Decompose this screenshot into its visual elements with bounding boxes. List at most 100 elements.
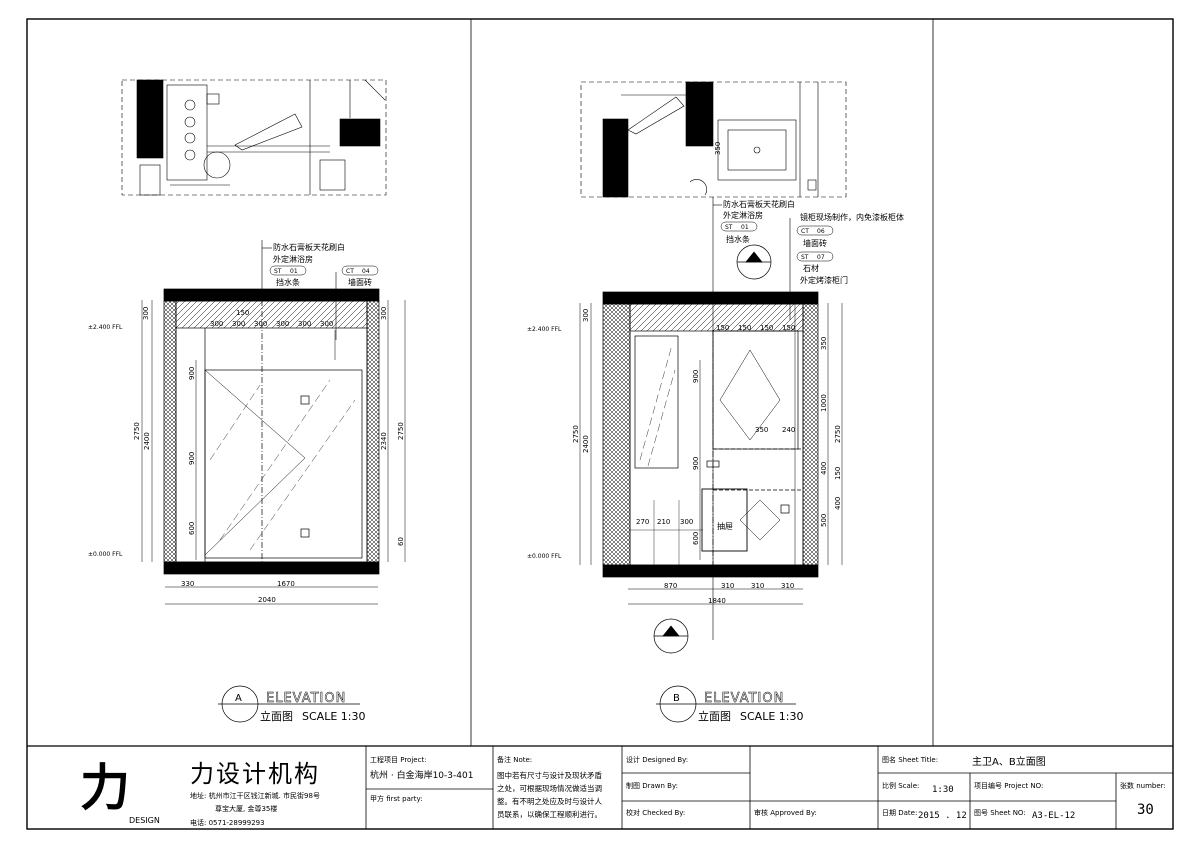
dim-a-top-row-0: 300 <box>210 320 223 328</box>
date-label: 日期 Date: <box>882 809 918 817</box>
caption-b-heading: ELEVATION <box>704 691 784 706</box>
approved-label: 审核 Approved By: <box>754 809 817 817</box>
project-label: 工程项目 Project: <box>370 756 427 764</box>
key-plan-a <box>121 79 387 196</box>
dim-b-bottom-total: 1840 <box>708 597 726 605</box>
company-name: 力设计机构 <box>190 760 320 788</box>
note-line-1: 之处，可根据现场情况做适当调 <box>497 784 602 793</box>
dim-b-row-270: 270 <box>636 518 649 526</box>
dim-b-top-row-0: 150 <box>716 324 729 332</box>
sheet-border <box>26 18 1174 830</box>
dim-b-bottom-3: 310 <box>781 582 794 590</box>
company-phone: 电话: 0571-28999293 <box>190 819 265 827</box>
logo-text: DESIGN <box>129 816 160 825</box>
company-address-2: 尊宝大厦, 金尊35楼 <box>215 805 278 813</box>
caption-a-cn: 立面图 <box>260 709 293 723</box>
party-label: 甲方 first party: <box>370 795 423 803</box>
dim-b-r1: 350 <box>820 337 828 350</box>
checked-label: 校对 Checked By: <box>626 809 686 817</box>
callout-st2-tag-b: ST <box>801 254 809 261</box>
project-no-label: 项目编号 Project NO: <box>974 782 1044 790</box>
dim-b-top-row-1: 150 <box>738 324 751 332</box>
scale-label: 比例 Scale: <box>882 782 920 790</box>
caption-b-letter: B <box>673 693 680 704</box>
dim-b-bottom-0: 870 <box>664 582 677 590</box>
dim-b-seg3: 600 <box>692 532 700 545</box>
caption-a-heading: ELEVATION <box>266 691 346 706</box>
number-label: 张数 number: <box>1120 782 1166 790</box>
dim-a-right-top: 300 <box>380 307 388 320</box>
dims-a: ±2.400 FFL ±0.000 FFL 300 2750 2400 900 … <box>88 300 406 605</box>
note-label: 备注 Note: <box>497 756 533 764</box>
level-top-b: ±2.400 FFL <box>527 326 562 333</box>
designed-label: 设计 Designed By: <box>626 756 689 764</box>
callout-ct-tag-b: CT <box>801 228 809 235</box>
callout-st2-num-b: 07 <box>817 254 825 261</box>
dim-a-top-row-1: 300 <box>232 320 245 328</box>
dim-a-left-top: 300 <box>142 307 150 320</box>
level-top-a: ±2.400 FFL <box>88 324 123 331</box>
elevation-a: 防水石膏板天花刷白 外定淋浴房 ST 01 挡水条 CT 04 墙面砖 <box>88 79 406 723</box>
level-bottom-b: ±0.000 FFL <box>527 553 562 560</box>
dim-a-left-total: 2750 <box>133 422 141 440</box>
dim-b-r-total: 2750 <box>834 425 842 443</box>
drawer-label-b: 抽屉 <box>717 521 733 531</box>
callout-ct-text-a: 墙面砖 <box>348 277 372 287</box>
dim-a-seg1: 900 <box>188 367 196 380</box>
caption-b-cn: 立面图 <box>698 709 731 723</box>
dim-a-top-150: 150 <box>236 309 249 317</box>
callout-ct-num-a: 04 <box>362 268 370 275</box>
dim-b-top-row-2: 150 <box>760 324 773 332</box>
dim-b-row-210: 210 <box>657 518 670 526</box>
callout-st-tag-b: ST <box>725 224 733 231</box>
dim-b-r5: 400 <box>834 497 842 510</box>
dims-b: ±2.400 FFL ±0.000 FFL 300 2750 2400 900 … <box>527 303 843 605</box>
dim-b-left-h: 2400 <box>582 435 590 453</box>
sheet-title-label: 图名 Sheet Title: <box>882 756 939 764</box>
dim-a-top-row-5: 300 <box>320 320 333 328</box>
dim-b-small-150: 150 <box>834 467 842 480</box>
callout-st-text-b: 挡水条 <box>726 234 750 244</box>
dim-b-left-total: 2750 <box>572 425 580 443</box>
callouts-a: 防水石膏板天花刷白 外定淋浴房 ST 01 挡水条 CT 04 墙面砖 <box>261 240 379 340</box>
callout-ct-tag-a: CT <box>346 268 354 275</box>
dim-a-right-bottom: 60 <box>397 537 405 546</box>
dim-b-bottom-2: 310 <box>751 582 764 590</box>
dim-b-mid-240: 240 <box>782 426 795 434</box>
number-value: 30 <box>1137 802 1154 818</box>
company-address: 地址: 杭州市江干区钱江新城. 市民街98号 <box>190 792 320 800</box>
dim-a-bottom-total: 2040 <box>258 596 276 604</box>
callout-ct-text-b: 墙面砖 <box>803 238 827 248</box>
dim-b-row-300: 300 <box>680 518 693 526</box>
drawn-label: 制图 Drawn By: <box>626 782 678 790</box>
elevation-body-b <box>602 291 819 578</box>
callout-st-tag-a: ST <box>274 268 282 275</box>
dim-a-right-h: 2340 <box>380 432 388 450</box>
callout-ceiling-a: 防水石膏板天花刷白 <box>273 242 345 252</box>
elevation-b: 350 防水石膏板天花刷白 外定淋浴房 ST 01 挡水条 镜柜现场制作，内免漆… <box>527 81 904 723</box>
dim-b-seg1: 900 <box>692 370 700 383</box>
note-line-2: 整。有不明之处应及时与设计人 <box>497 797 602 806</box>
caption-a: A ELEVATION 立面图 SCALE 1:30 <box>218 685 365 723</box>
dim-b-r2: 1000 <box>820 394 828 412</box>
sheet-no-label: 图号 Sheet NO: <box>974 809 1026 817</box>
callout-ct-num-b: 06 <box>817 228 825 235</box>
callout-ceiling-b: 防水石膏板天花刷白 <box>723 199 795 209</box>
plan-dim-b: 350 <box>714 142 722 155</box>
date-value: 2015 . 12 <box>918 811 967 821</box>
title-block-grid <box>365 746 1173 829</box>
note-line-0: 图中若有尺寸与设计及现状矛盾 <box>497 771 602 780</box>
dim-a-bottom-330: 330 <box>181 580 194 588</box>
dim-a-top-row-3: 300 <box>276 320 289 328</box>
dim-a-top-row-4: 300 <box>298 320 311 328</box>
sheet-title-value: 主卫A、B立面图 <box>972 757 1046 768</box>
callout-shower-b: 外定淋浴房 <box>723 210 763 220</box>
dim-a-bottom-1670: 1670 <box>277 580 295 588</box>
sheet-no-value: A3-EL-12 <box>1032 811 1076 821</box>
callout-shower-a: 外定淋浴房 <box>273 254 313 264</box>
callout-mirror-cab-b: 镜柜现场制作，内免漆板柜体 <box>800 212 904 222</box>
section-markers-b <box>653 244 772 654</box>
dim-a-left-h: 2400 <box>143 432 151 450</box>
dim-a-top-row-2: 300 <box>254 320 267 328</box>
